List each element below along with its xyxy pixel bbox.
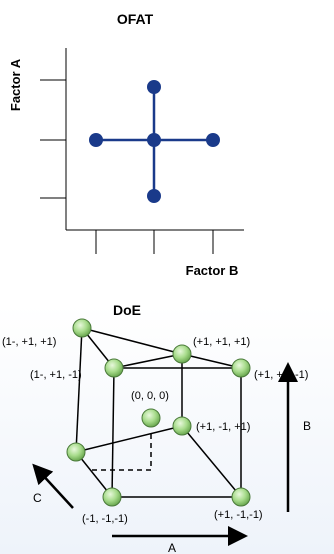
ofat-point-bottom [147, 189, 161, 203]
cube-node-top-back-left [72, 318, 92, 338]
ofat-point-right [206, 133, 220, 147]
cube-node-bottom-front-right [231, 487, 251, 507]
label-top-back-left: (1-, +1, +1) [2, 336, 56, 348]
label-top-front-right: (+1, +1, -1) [254, 369, 308, 381]
ofat-x-axis-label: Factor B [186, 263, 239, 278]
axis-b-label: B [303, 419, 311, 433]
ofat-point-top [147, 80, 161, 94]
cube-node-bottom-back-right [172, 416, 192, 436]
cube-node-center [141, 408, 161, 428]
cube-node-bottom-back-left [66, 442, 86, 462]
label-top-back-right: (+1, +1, +1) [193, 336, 250, 348]
ofat-point-center [147, 133, 161, 147]
cube-edges [75, 327, 242, 498]
cube-node-bottom-front-left [102, 487, 122, 507]
doe-panel: DoE [2, 302, 311, 554]
cube-node-top-back-right [172, 344, 192, 364]
label-bottom-front-left: (-1, -1,-1) [82, 513, 128, 525]
axis-a-label: A [168, 541, 176, 554]
cube-node-top-front-left [104, 358, 124, 378]
label-bottom-front-right: (+1, -1,-1) [214, 509, 263, 521]
label-bottom-back-right: (+1, -1, +1) [196, 421, 250, 433]
ofat-title: OFAT [117, 11, 154, 27]
axis-c-arrow [32, 463, 74, 509]
label-center: (0, 0, 0) [131, 390, 169, 402]
label-top-front-left: (1-, +1, -1) [30, 369, 82, 381]
ofat-y-axis-label: Factor A [8, 58, 23, 111]
cube-hidden-edge [92, 434, 152, 471]
cube-node-top-front-right [231, 358, 251, 378]
doe-title: DoE [113, 302, 141, 318]
ofat-point-left [89, 133, 103, 147]
axis-c-label: C [33, 491, 42, 505]
ofat-panel: OFAT Factor A Factor B [8, 11, 244, 278]
